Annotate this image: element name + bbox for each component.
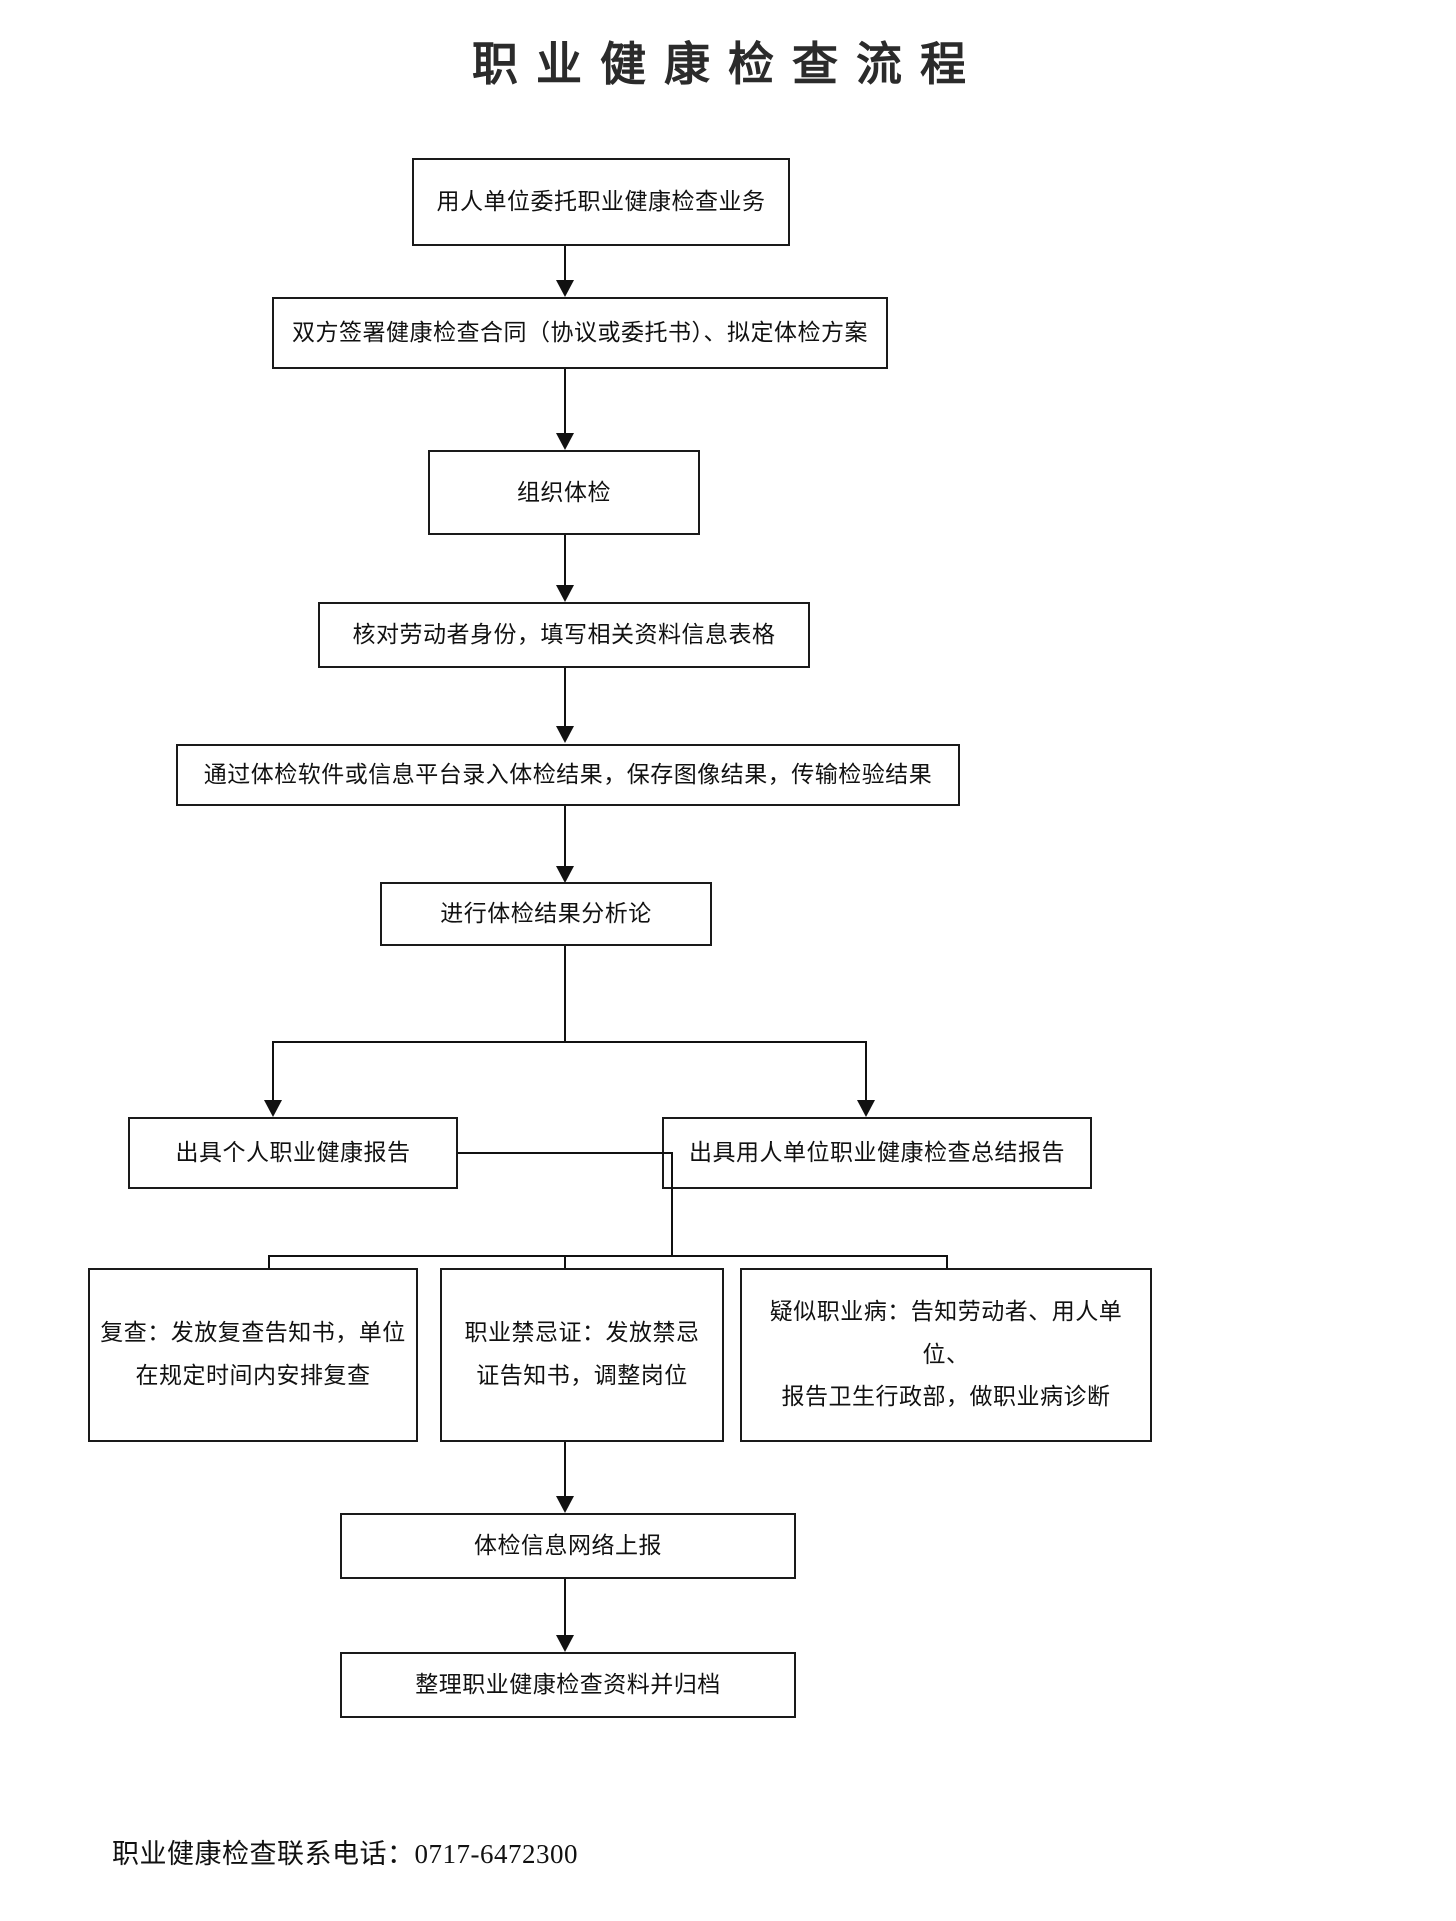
flow-node-3[interactable]: 组织体检 bbox=[428, 450, 700, 535]
page-title: 职业健康检查流程 bbox=[472, 39, 984, 90]
flow-node-9[interactable]: 复查：发放复查告知书，单位 在规定时间内安排复查 bbox=[88, 1268, 418, 1442]
arrowhead-3-4 bbox=[556, 585, 574, 602]
fork-leg-right bbox=[865, 1041, 867, 1103]
arrowhead-6-7 bbox=[264, 1100, 282, 1117]
fork-bar-details bbox=[268, 1255, 948, 1257]
connector-12-13 bbox=[564, 1579, 566, 1637]
connector-5-6 bbox=[564, 806, 566, 868]
flow-node-11-line-2: 报告卫生行政部，做职业病诊断 bbox=[781, 1384, 1111, 1410]
connector-1-2 bbox=[564, 246, 566, 282]
flow-node-13[interactable]: 整理职业健康检查资料并归档 bbox=[340, 1652, 796, 1718]
flow-node-11[interactable]: 疑似职业病：告知劳动者、用人单位、 报告卫生行政部，做职业病诊断 bbox=[740, 1268, 1152, 1442]
connector-details-12 bbox=[564, 1442, 566, 1498]
fork-leg-left bbox=[272, 1041, 274, 1103]
flow-node-7[interactable]: 出具个人职业健康报告 bbox=[128, 1117, 458, 1189]
flow-node-9-line-1: 复查：发放复查告知书，单位 bbox=[100, 1320, 406, 1346]
flow-node-9-line-2: 在规定时间内安排复查 bbox=[135, 1363, 371, 1388]
flow-node-12[interactable]: 体检信息网络上报 bbox=[340, 1513, 796, 1579]
connector-6-fork bbox=[564, 946, 566, 1042]
flow-node-4[interactable]: 核对劳动者身份，填写相关资料信息表格 bbox=[318, 602, 810, 668]
flow-node-10[interactable]: 职业禁忌证：发放禁忌 证告知书，调整岗位 bbox=[440, 1268, 724, 1442]
arrowhead-12-13 bbox=[556, 1635, 574, 1652]
flow-node-6[interactable]: 进行体检结果分析论 bbox=[380, 882, 712, 946]
flow-node-10-line-2: 证告知书，调整岗位 bbox=[476, 1363, 688, 1388]
arrowhead-details-12 bbox=[556, 1496, 574, 1513]
flow-node-11-line-1: 疑似职业病：告知劳动者、用人单位、 bbox=[769, 1299, 1123, 1367]
flow-node-8[interactable]: 出具用人单位职业健康检查总结报告 bbox=[662, 1117, 1092, 1189]
fork-bar-reports bbox=[272, 1041, 867, 1043]
connector-7-rail bbox=[458, 1152, 673, 1154]
contact-phone-text: 职业健康检查联系电话：0717-6472300 bbox=[112, 1839, 578, 1869]
connector-4-5 bbox=[564, 668, 566, 728]
flow-node-10-line-1: 职业禁忌证：发放禁忌 bbox=[464, 1320, 700, 1346]
flow-node-2[interactable]: 双方签署健康检查合同（协议或委托书）、拟定体检方案 bbox=[272, 297, 888, 369]
arrowhead-2-3 bbox=[556, 433, 574, 450]
connector-3-4 bbox=[564, 535, 566, 587]
arrowhead-6-8 bbox=[857, 1100, 875, 1117]
rail-drop-center bbox=[671, 1152, 673, 1257]
flow-node-5[interactable]: 通过体检软件或信息平台录入体检结果，保存图像结果，传输检验结果 bbox=[176, 744, 960, 806]
arrowhead-5-6 bbox=[556, 866, 574, 883]
flow-node-1[interactable]: 用人单位委托职业健康检查业务 bbox=[412, 158, 790, 246]
arrowhead-1-2 bbox=[556, 280, 574, 297]
arrowhead-4-5 bbox=[556, 726, 574, 743]
connector-2-3 bbox=[564, 369, 566, 435]
